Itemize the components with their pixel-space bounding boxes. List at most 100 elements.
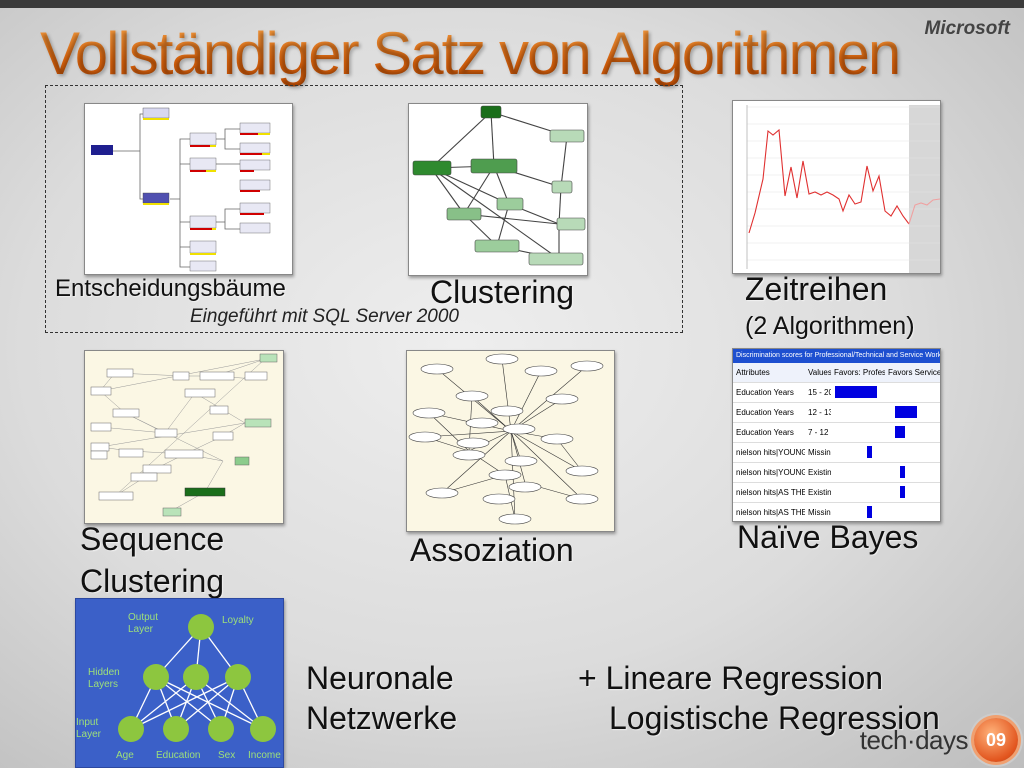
loyalty-label: Loyalty — [222, 615, 254, 626]
naive-bayes-row: nielson hits|AS THE WORLD TURN...Missing — [733, 503, 940, 521]
logistic-regression-label: Logistische Regression — [609, 700, 940, 736]
sequence-clustering-label-1: Sequence — [80, 521, 225, 557]
naive-bayes-column-header: Attributes Values Favors: Professional/T… — [733, 363, 940, 383]
row-value: Existing — [808, 468, 831, 477]
discrimination-bar — [895, 426, 905, 438]
input-sex-label: Sex — [218, 750, 236, 761]
col-favors-service: Favors Service Workers — [888, 368, 940, 377]
row-value: 12 - 13 — [808, 408, 831, 417]
col-attributes: Attributes — [736, 368, 770, 377]
row-attribute: Education Years — [736, 408, 794, 417]
row-value: Missing — [808, 448, 831, 457]
row-favors-service — [885, 383, 940, 402]
naive-bayes-header: Discrimination scores for Professional/T… — [733, 349, 940, 363]
clustering-label: Clustering — [430, 274, 575, 310]
row-favors-professional — [831, 503, 885, 521]
naive-bayes-thumbnail: Discrimination scores for Professional/T… — [732, 348, 941, 522]
sequence-clustering-thumbnail — [84, 350, 284, 524]
row-favors-service — [885, 463, 940, 482]
row-favors-professional — [831, 483, 885, 502]
input-node — [163, 716, 189, 742]
association-label: Assoziation — [410, 532, 574, 568]
input-node — [118, 716, 144, 742]
output-layer-label: Output Layer — [128, 612, 159, 635]
linear-regression-label: + Lineare Regression — [578, 660, 884, 696]
row-attribute: Education Years — [736, 388, 794, 397]
hidden-layers-label: Hidden Layers — [88, 667, 120, 690]
sql2000-group-box — [45, 85, 683, 333]
association-thumbnail — [406, 350, 615, 532]
row-attribute: nielson hits|YOUNG AND THE RES... — [736, 468, 805, 477]
row-value: Existing — [808, 488, 831, 497]
decision-tree-thumbnail — [84, 103, 293, 275]
input-node — [250, 716, 276, 742]
col-favors-professional: Favors: Professional/Techn... — [834, 368, 885, 377]
time-series-label: Zeitreihen — [745, 271, 888, 307]
neural-network-thumbnail: Output Layer Loyalty Hidden Layers Input… — [75, 598, 284, 768]
discrimination-bar — [900, 486, 905, 498]
cluster-node — [551, 180, 573, 194]
input-income-label: Income — [248, 750, 281, 761]
input-node — [208, 716, 234, 742]
naive-bayes-row: Education Years 12 - 13 — [733, 403, 940, 423]
discrimination-bar — [867, 446, 872, 458]
naive-bayes-row: Education Years 7 - 12 — [733, 423, 940, 443]
cluster-node — [549, 129, 585, 143]
cluster-node — [412, 160, 452, 176]
row-favors-professional — [831, 423, 885, 442]
cluster-node — [470, 158, 518, 174]
hidden-node — [225, 664, 251, 690]
cluster-node — [474, 239, 520, 253]
cluster-node — [480, 105, 502, 119]
row-value: 15 - 20 — [808, 388, 831, 397]
input-age-label: Age — [116, 750, 134, 761]
input-education-label: Education — [156, 750, 201, 761]
cluster-node — [496, 197, 524, 211]
input-layer-label: Input Layer — [76, 717, 102, 740]
row-favors-professional — [831, 403, 885, 422]
techdays-logo: tech·days 09 — [860, 718, 1018, 762]
cluster-node — [556, 217, 586, 231]
neural-networks-label-1: Neuronale — [306, 660, 454, 696]
row-attribute: nielson hits|YOUNG AND THE RES... — [736, 448, 805, 457]
sequence-clustering-label-2: Clustering — [80, 563, 225, 599]
row-favors-service — [885, 423, 940, 442]
row-favors-professional — [831, 443, 885, 462]
cluster-node — [446, 207, 482, 221]
naive-bayes-label: Naïve Bayes — [737, 519, 919, 555]
hidden-node — [143, 664, 169, 690]
time-series-thumbnail — [732, 100, 941, 274]
row-attribute: nielson hits|AS THE WORLD TURN... — [736, 488, 805, 497]
time-series-sublabel: (2 Algorithmen) — [745, 312, 915, 340]
output-node — [188, 614, 214, 640]
row-favors-service — [885, 483, 940, 502]
techdays-badge: 09 — [974, 718, 1018, 762]
decision-trees-label: Entscheidungsbäume — [55, 275, 286, 302]
neural-networks-label-2: Netzwerke — [306, 700, 458, 736]
row-attribute: Education Years — [736, 428, 794, 437]
col-values: Values — [808, 368, 831, 377]
discrimination-bar — [895, 406, 917, 418]
row-value: 7 - 12 — [808, 428, 829, 437]
hidden-node — [183, 664, 209, 690]
top-bar — [0, 0, 1024, 8]
naive-bayes-row: nielson hits|AS THE WORLD TURN...Existin… — [733, 483, 940, 503]
row-favors-service — [885, 403, 940, 422]
naive-bayes-row: Education Years 15 - 20 — [733, 383, 940, 403]
row-favors-service — [885, 443, 940, 462]
row-favors-professional — [831, 383, 885, 402]
slide-title: Vollständiger Satz von Algorithmen — [40, 18, 901, 90]
row-value: Missing — [808, 508, 831, 517]
naive-bayes-row: nielson hits|YOUNG AND THE RES...Missing — [733, 443, 940, 463]
discrimination-bar — [867, 506, 872, 518]
discrimination-bar — [900, 466, 905, 478]
discrimination-bar — [835, 386, 877, 398]
row-favors-professional — [831, 463, 885, 482]
cluster-node — [528, 252, 584, 266]
techdays-wordmark: tech·days — [859, 724, 969, 755]
sql2000-caption: Eingeführt mit SQL Server 2000 — [190, 306, 459, 327]
clustering-thumbnail — [408, 103, 588, 276]
microsoft-logo: Microsoft — [924, 18, 1011, 39]
row-attribute: nielson hits|AS THE WORLD TURN... — [736, 508, 805, 517]
naive-bayes-row: nielson hits|YOUNG AND THE RES...Existin… — [733, 463, 940, 483]
